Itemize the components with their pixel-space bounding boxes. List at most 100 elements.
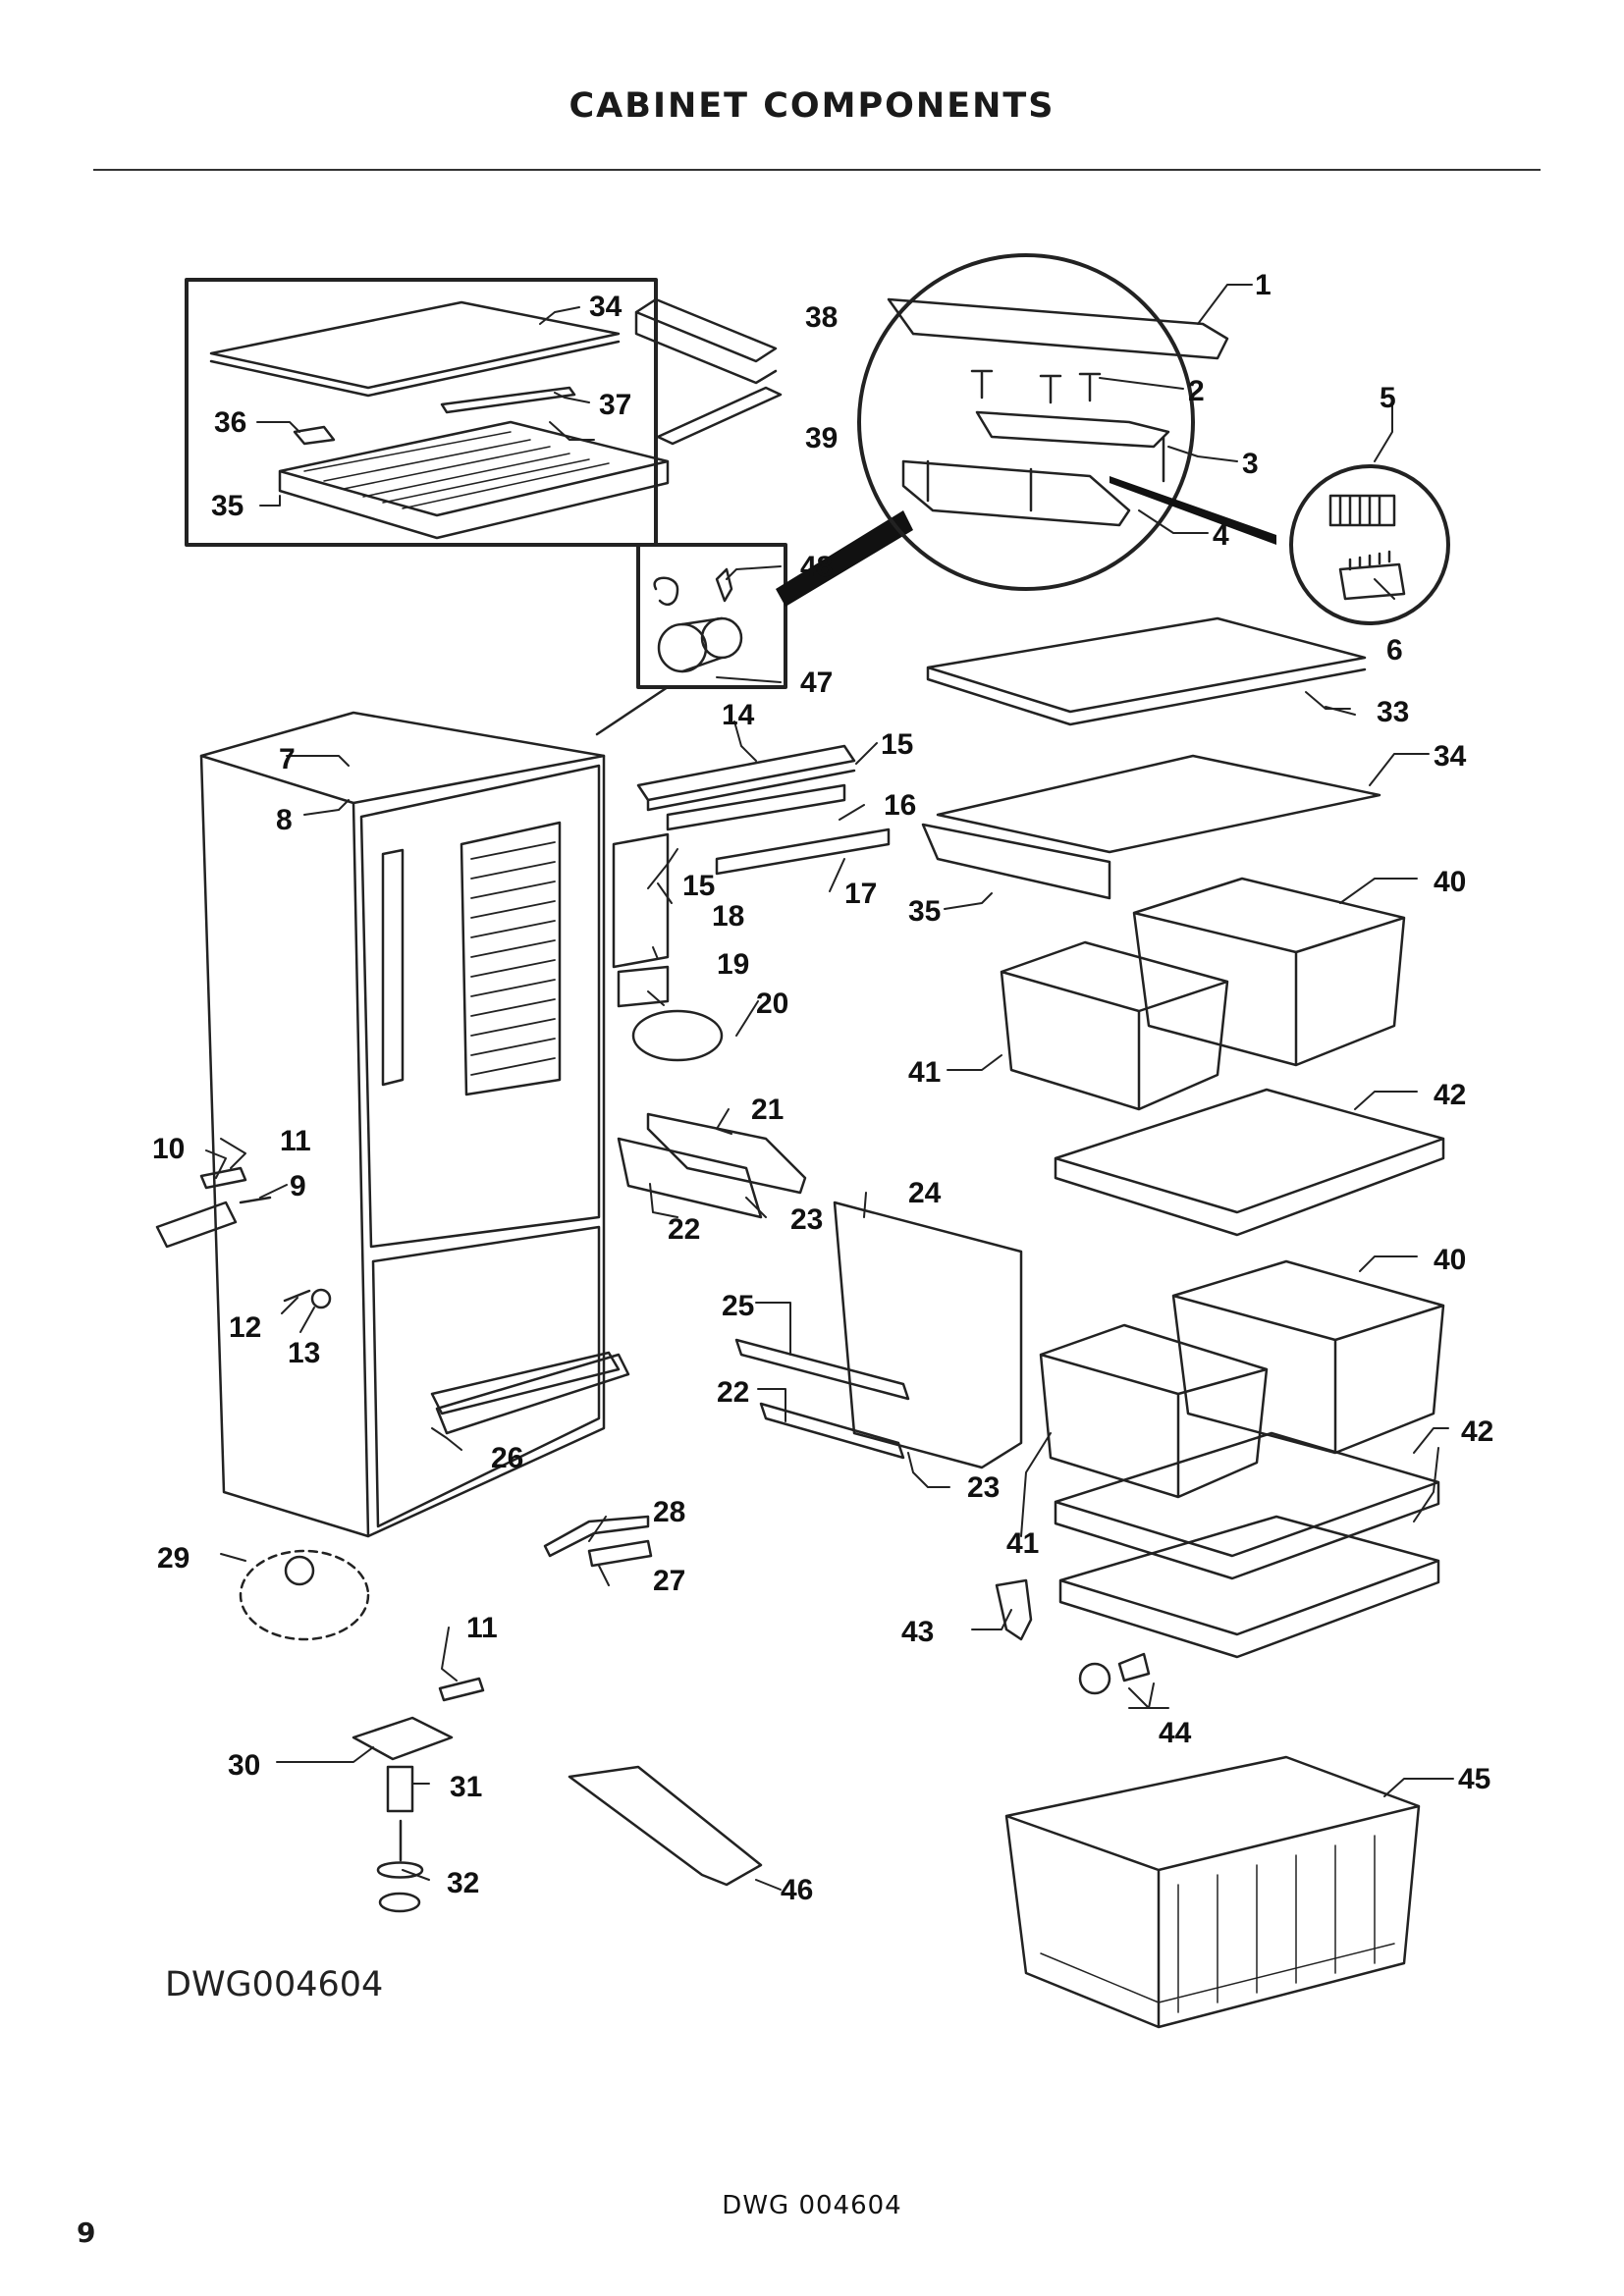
part-slide-cover (646, 1112, 807, 1195)
part-crisper-bin-41a (1000, 940, 1229, 1111)
callout-15-upper: 15 (881, 728, 913, 761)
callout-5: 5 (1380, 382, 1396, 414)
part-roller-44 (1078, 1662, 1111, 1695)
callout-17: 17 (844, 878, 877, 910)
part-pcb-connector (617, 965, 670, 1008)
callout-18: 18 (712, 900, 744, 933)
part-freezer-basket-45 (1004, 1755, 1421, 2029)
part-slide-tray-35 (921, 823, 1111, 900)
callout-14: 14 (722, 699, 755, 731)
callout-30: 30 (228, 1749, 260, 1782)
callout-42-upper: 42 (1434, 1079, 1466, 1111)
part-tube-clip (653, 576, 679, 606)
callout-40-lower: 40 (1434, 1244, 1466, 1276)
drawing-reference: DWG004604 (165, 1965, 384, 2004)
callout-27: 27 (653, 1565, 685, 1597)
callout-19: 19 (717, 948, 749, 981)
callout-38: 38 (805, 301, 838, 334)
detail-circle-hinge (857, 253, 1195, 591)
callout-34-inset: 34 (589, 291, 623, 323)
part-slide-tray-inset (278, 420, 670, 540)
part-divider-panel (833, 1201, 1023, 1469)
callout-44: 44 (1159, 1717, 1192, 1749)
callout-labels: 1 2 3 4 5 6 7 8 9 10 11 11 12 13 14 15 1… (152, 269, 1493, 1906)
callout-3: 3 (1242, 448, 1259, 480)
part-tray-42c (1058, 1515, 1440, 1659)
part-tray-42a (1054, 1088, 1445, 1237)
part-harness-plug (1328, 494, 1396, 527)
callout-31: 31 (450, 1771, 482, 1803)
callout-45: 45 (1458, 1763, 1490, 1795)
part-clip-small (715, 567, 733, 603)
callout-36: 36 (214, 406, 246, 439)
callout-13: 13 (288, 1337, 320, 1369)
part-bushing-31 (386, 1765, 414, 1813)
detail-pointer-line (595, 685, 670, 736)
callout-42-lower: 42 (1461, 1415, 1493, 1448)
part-ice-tray-46 (568, 1765, 763, 1887)
part-slide-rail-lower (734, 1338, 910, 1401)
part-hinge-pin-11-lower (438, 1677, 485, 1702)
callout-16: 16 (884, 789, 916, 822)
part-light-housing (636, 744, 856, 812)
callout-10: 10 (152, 1133, 185, 1165)
part-led-lens (666, 783, 846, 831)
part-fan (631, 1009, 724, 1062)
part-foot-roller (284, 1555, 315, 1586)
part-shelf-strip-inset (440, 386, 576, 414)
callout-48: 48 (800, 551, 833, 583)
callout-41-lower: 41 (1006, 1527, 1039, 1560)
part-hinge-pin-11 (199, 1166, 247, 1190)
part-screw-9 (239, 1196, 272, 1204)
part-crisper-bin-40a (1132, 877, 1406, 1067)
callout-21: 21 (751, 1094, 784, 1126)
callout-24: 24 (908, 1177, 942, 1209)
leader-lines (205, 284, 1454, 1891)
callout-23-lower: 23 (967, 1471, 1000, 1504)
part-slide-rail-upper (617, 1137, 763, 1219)
callout-33: 33 (1377, 696, 1409, 728)
callout-15-lower: 15 (682, 870, 715, 902)
detail-circle-foot (239, 1549, 370, 1641)
detail-circle-connector (1289, 464, 1450, 625)
callout-25: 25 (722, 1290, 754, 1322)
part-rail-upper-inset (634, 297, 778, 385)
inset-frame-water-fitting (636, 543, 787, 689)
part-glass-shelf-33 (926, 616, 1367, 726)
part-control-panel (612, 832, 670, 969)
callout-2: 2 (1188, 375, 1205, 407)
callout-39: 39 (805, 422, 838, 454)
part-led-cover (715, 828, 891, 876)
part-drawer-handle (435, 1353, 630, 1435)
callout-37: 37 (599, 389, 631, 421)
part-hinge-bracket-10 (155, 1201, 238, 1249)
part-clip-inset (293, 425, 336, 446)
part-freezer-basket-45-grid (1040, 1835, 1395, 2013)
part-clip-27 (587, 1539, 653, 1568)
callout-11-upper: 11 (280, 1125, 311, 1157)
detail-pointer-band (776, 510, 913, 607)
callout-1: 1 (1255, 269, 1272, 301)
callout-9: 9 (290, 1170, 306, 1202)
part-hinge-cover (887, 297, 1229, 360)
footer-drawing-reference: DWG 004604 (722, 2191, 902, 2220)
callout-35-right: 35 (908, 895, 941, 928)
part-bottom-hinge-30 (352, 1716, 454, 1761)
callout-29: 29 (157, 1542, 189, 1575)
part-hinge-screws (970, 369, 1102, 404)
callout-22-upper: 22 (668, 1213, 700, 1246)
part-tray-42b (1054, 1431, 1440, 1580)
part-leveling-foot-32 (376, 1819, 424, 1879)
callout-20: 20 (756, 988, 788, 1020)
callout-6: 6 (1386, 634, 1403, 667)
callout-22-lower: 22 (717, 1376, 749, 1409)
callout-43: 43 (901, 1616, 934, 1648)
part-glass-shelf-inset (209, 300, 621, 390)
callout-35-inset: 35 (211, 490, 244, 522)
part-harness-socket (1338, 550, 1406, 601)
callout-40-upper: 40 (1434, 866, 1466, 898)
part-drawer-bracket-43 (995, 1578, 1033, 1641)
callout-12: 12 (229, 1311, 261, 1344)
page-title: CABINET COMPONENTS (568, 86, 1056, 126)
callout-11-lower: 11 (466, 1612, 498, 1644)
